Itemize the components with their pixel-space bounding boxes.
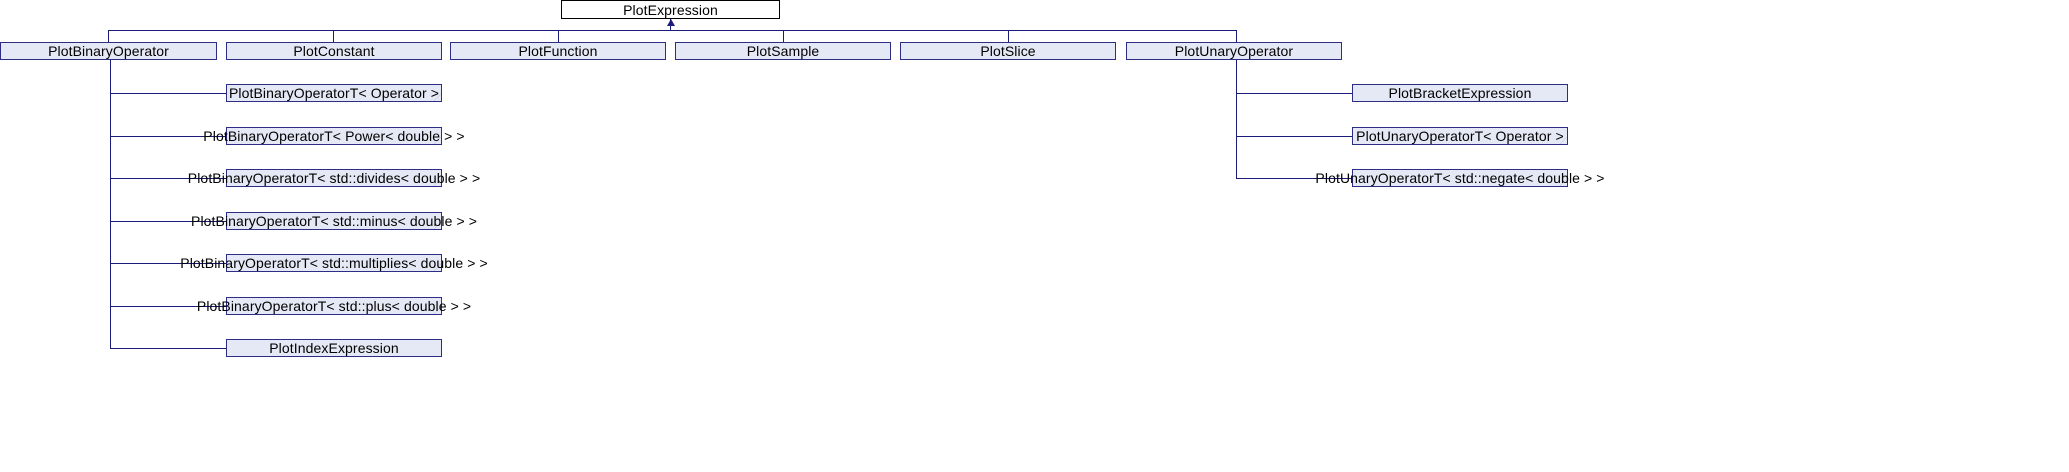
- class-node-plotslice[interactable]: PlotSlice: [900, 42, 1116, 60]
- class-node-plotbinaryoperator[interactable]: PlotBinaryOperator: [0, 42, 217, 60]
- edge-branch-binary-2: [110, 136, 226, 137]
- class-node-label: PlotIndexExpression: [269, 340, 399, 356]
- edge-branch-unary-3: [1236, 178, 1352, 179]
- edge-branch-binary-4: [110, 221, 226, 222]
- class-node-label: PlotUnaryOperatorT< Operator >: [1356, 128, 1564, 144]
- edge-drop-plotslice: [1008, 30, 1009, 42]
- edge-spine-binary: [110, 60, 111, 349]
- class-node-label: PlotUnaryOperator: [1174, 43, 1294, 59]
- edge-spine-unary: [1236, 60, 1237, 179]
- edge-branch-binary-7: [110, 348, 226, 349]
- class-node-plotbinaryoperatort-std-plus-double[interactable]: PlotBinaryOperatorT< std::plus< double >…: [197, 297, 471, 315]
- class-node-label: PlotBinaryOperatorT< std::plus< double >…: [196, 298, 472, 314]
- class-node-plotbinaryoperatort-power-double[interactable]: PlotBinaryOperatorT< Power< double > >: [203, 127, 465, 145]
- class-node-label: PlotBinaryOperatorT< std::multiplies< do…: [180, 255, 488, 271]
- class-node-plotexpression[interactable]: PlotExpression: [561, 0, 780, 19]
- class-node-label: PlotSlice: [980, 43, 1036, 59]
- class-node-plotbinaryoperatort-std-multiplies-double[interactable]: PlotBinaryOperatorT< std::multiplies< do…: [180, 254, 488, 272]
- class-node-label: PlotBinaryOperatorT< Power< double > >: [203, 128, 465, 144]
- class-node-label: PlotFunction: [518, 43, 598, 59]
- class-node-plotunaryoperatort-operator[interactable]: PlotUnaryOperatorT< Operator >: [1352, 127, 1568, 145]
- class-node-label: PlotBinaryOperatorT< std::divides< doubl…: [187, 170, 481, 186]
- class-node-label: PlotUnaryOperatorT< std::negate< double …: [1315, 170, 1605, 186]
- class-node-plotfunction[interactable]: PlotFunction: [450, 42, 666, 60]
- class-node-plotindexexpression[interactable]: PlotIndexExpression: [226, 339, 442, 357]
- class-node-plotconstant[interactable]: PlotConstant: [226, 42, 442, 60]
- class-node-label: PlotBracketExpression: [1388, 85, 1532, 101]
- edge-drop-plotfunction: [558, 30, 559, 42]
- edge-level1-bus: [108, 30, 1236, 31]
- edge-branch-unary-2: [1236, 136, 1352, 137]
- edge-drop-plotsample: [783, 30, 784, 42]
- arrowhead-root: [667, 19, 675, 26]
- class-node-label: PlotBinaryOperator: [48, 43, 169, 59]
- class-node-plotbracketexpression[interactable]: PlotBracketExpression: [1352, 84, 1568, 102]
- class-node-plotunaryoperator[interactable]: PlotUnaryOperator: [1126, 42, 1342, 60]
- edge-branch-binary-3: [110, 178, 226, 179]
- class-node-plotbinaryoperatort-operator[interactable]: PlotBinaryOperatorT< Operator >: [226, 84, 442, 102]
- class-node-plotsample[interactable]: PlotSample: [675, 42, 891, 60]
- class-node-plotunaryoperatort-std-negate-double[interactable]: PlotUnaryOperatorT< std::negate< double …: [1315, 169, 1604, 187]
- edge-branch-binary-6: [110, 306, 226, 307]
- edge-drop-plotconstant: [333, 30, 334, 42]
- edge-drop-plotbinaryoperator: [108, 30, 109, 42]
- class-node-label: PlotBinaryOperatorT< Operator >: [228, 85, 440, 101]
- edge-branch-unary-1: [1236, 93, 1352, 94]
- class-node-plotbinaryoperatort-std-divides-double[interactable]: PlotBinaryOperatorT< std::divides< doubl…: [188, 169, 480, 187]
- edge-branch-binary-1: [110, 93, 226, 94]
- class-node-label: PlotBinaryOperatorT< std::minus< double …: [191, 213, 478, 229]
- edge-branch-binary-5: [110, 263, 226, 264]
- class-node-label: PlotSample: [746, 43, 820, 59]
- class-node-label: PlotExpression: [623, 1, 718, 18]
- class-node-plotbinaryoperatort-std-minus-double[interactable]: PlotBinaryOperatorT< std::minus< double …: [191, 212, 477, 230]
- class-node-label: PlotConstant: [293, 43, 375, 59]
- edge-drop-plotunaryoperator: [1236, 30, 1237, 42]
